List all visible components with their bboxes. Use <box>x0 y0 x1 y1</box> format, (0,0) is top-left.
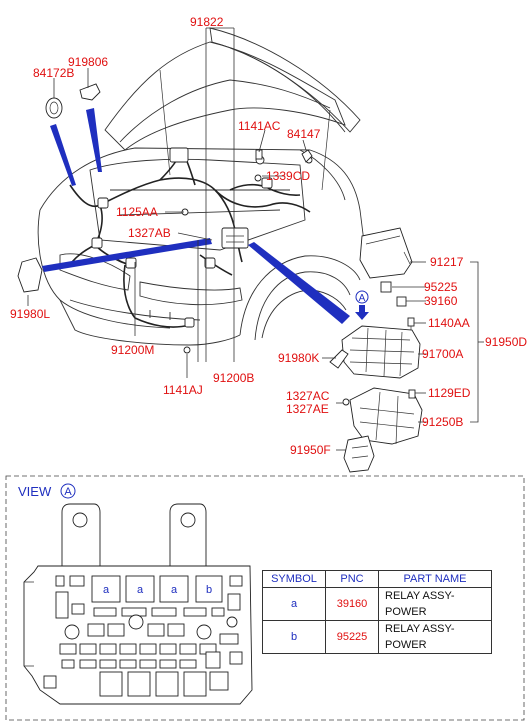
connector-91950f <box>343 435 375 473</box>
view-a-marker: A <box>355 290 369 320</box>
callout-1129ed: 1129ED <box>428 386 471 400</box>
header-part-name: PART NAME <box>378 570 492 588</box>
view-panel-title: VIEW A <box>18 483 76 499</box>
callout-91980l: 91980L <box>10 307 50 321</box>
junction-block-91700a <box>341 325 421 379</box>
bracket-919806 <box>79 83 101 101</box>
callout-919806: 919806 <box>68 55 108 69</box>
callout-91217: 91217 <box>430 255 464 269</box>
bracket-91980l <box>17 257 43 293</box>
callout-91950f: 91950F <box>290 443 331 457</box>
row-pnc: 95225 <box>325 620 379 654</box>
callout-labels: 91822 919806 84172B 1141AC 84147 1339CD … <box>10 15 527 457</box>
lower-box-91250b <box>349 387 423 445</box>
table-row: b 95225 RELAY ASSY-POWER <box>262 620 492 654</box>
callout-95225: 95225 <box>424 280 458 294</box>
callout-91950d: 91950D <box>485 335 527 349</box>
callout-39160: 39160 <box>424 294 458 308</box>
bolt-84147 <box>301 149 313 163</box>
row-pnc: 39160 <box>325 587 379 621</box>
row-part-name: RELAY ASSY-POWER <box>378 620 492 654</box>
callout-91700a: 91700A <box>422 347 463 361</box>
relay-95225 <box>380 281 392 293</box>
callout-91822: 91822 <box>190 15 224 29</box>
callout-1327ab: 1327AB <box>128 226 171 240</box>
bracket-91980k <box>329 349 349 369</box>
harness-components <box>91 147 313 354</box>
relay-label-3: a <box>171 584 178 596</box>
fuse-box-cover-91217 <box>359 227 413 279</box>
table-row: a 39160 RELAY ASSY-POWER <box>262 587 492 621</box>
callout-1327ac: 1327AC <box>286 389 330 403</box>
callout-84147: 84147 <box>287 127 321 141</box>
relay-parts-table: SYMBOL PNC PART NAME a 39160 RELAY ASSY-… <box>262 570 492 654</box>
view-panel-frame <box>5 475 525 721</box>
header-pnc: PNC <box>325 570 379 588</box>
leader-lines <box>27 27 484 451</box>
callout-1339cd: 1339CD <box>266 169 310 183</box>
table-header-row: SYMBOL PNC PART NAME <box>262 570 492 588</box>
relay-label-4: b <box>206 584 212 596</box>
view-title: VIEW <box>18 484 52 499</box>
relay-39160 <box>396 296 407 307</box>
bolt-1129ed <box>408 389 416 399</box>
car-outline <box>37 27 366 346</box>
callout-1327ae: 1327AE <box>286 402 329 416</box>
view-title-marker: A <box>64 486 72 498</box>
grommet-84172b <box>45 97 63 119</box>
header-symbol: SYMBOL <box>262 570 326 588</box>
callout-1141aj: 1141AJ <box>163 383 203 397</box>
callout-91200b: 91200B <box>213 371 254 385</box>
callout-91250b: 91250B <box>422 415 463 429</box>
row-symbol: a <box>262 587 326 621</box>
callout-1141ac: 1141AC <box>238 119 281 133</box>
view-a-marker-letter: A <box>359 293 366 304</box>
blue-leaders <box>42 108 350 324</box>
clip-1327ac <box>342 398 350 406</box>
callout-1140aa: 1140AA <box>428 316 470 330</box>
bolt-1141ac <box>255 149 263 160</box>
relay-label-2: a <box>137 584 144 596</box>
callout-91980k: 91980K <box>278 351 319 365</box>
row-symbol: b <box>262 620 326 654</box>
callout-84172b: 84172B <box>33 66 74 80</box>
row-part-name: RELAY ASSY-POWER <box>378 587 492 621</box>
callout-91200m: 91200M <box>111 343 154 357</box>
relay-label-1: a <box>103 584 110 596</box>
callout-1125aa: 1125AA <box>116 205 158 219</box>
relay-box-drawing: a a a b <box>23 503 253 705</box>
